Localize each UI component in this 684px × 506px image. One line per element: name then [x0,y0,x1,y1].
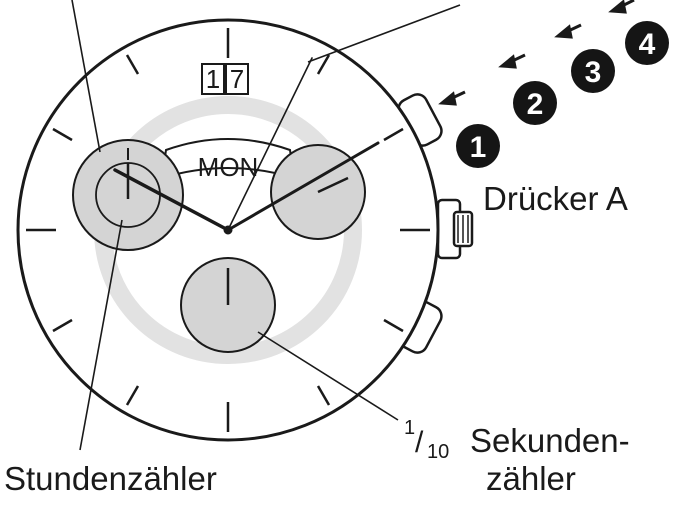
press-step-3: 3 [571,49,615,93]
tenth-line-2: zähler [486,460,576,497]
press-arrows [438,0,635,106]
hour-markers [26,28,430,432]
hour-counter-subdial [72,139,184,251]
press-step-4: 4 [625,21,669,65]
fraction-denominator: 10 [427,441,449,463]
tenth-second-subdial [180,257,276,353]
press-step-3-label: 3 [585,56,602,89]
crown [436,198,474,260]
date-digit-ones: 7 [230,64,244,94]
press-step-4-label: 4 [639,28,656,61]
main-hands [113,57,380,235]
date-digit-tens: 1 [206,64,220,94]
press-step-1-label: 1 [470,131,487,164]
tenth-line-1: Sekunden- [470,422,630,459]
pusher-a-label: Drücker A [483,180,628,217]
fraction-slash: / [415,426,424,459]
leader-lines [71,0,461,451]
hour-counter-label: Stundenzähler [4,460,217,497]
day-window: MON [160,138,296,182]
press-step-1: 1 [456,124,500,168]
date-window: 1 7 [201,63,249,95]
day-label: MON [198,152,259,182]
press-step-2: 2 [513,81,557,125]
tenth-second-counter-label: 1 / 10 Sekunden- zähler [404,417,630,497]
minute-counter-subdial [270,144,366,240]
fraction-numerator: 1 [404,417,415,439]
press-step-2-label: 2 [527,88,544,121]
